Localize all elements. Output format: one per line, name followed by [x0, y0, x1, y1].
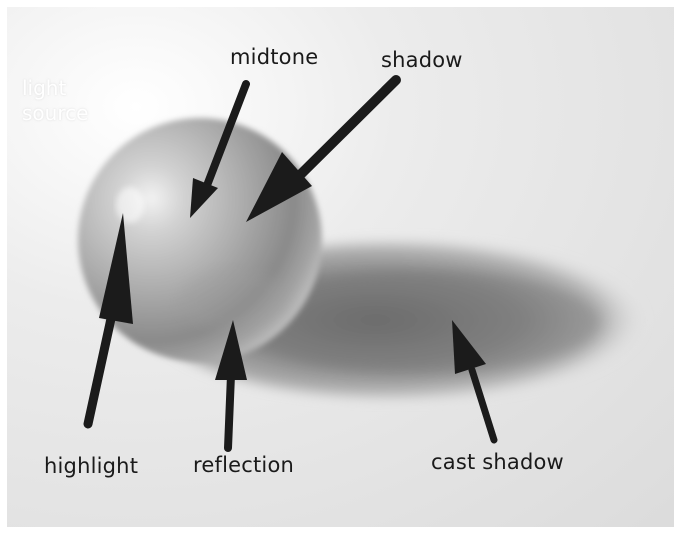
light-source-line2: source	[22, 101, 88, 126]
cast-shadow-label: cast shadow	[431, 452, 564, 473]
midtone-label: midtone	[230, 47, 318, 68]
highlight-label: highlight	[44, 456, 138, 477]
sphere-shape	[78, 118, 322, 362]
reflection-label: reflection	[193, 455, 294, 476]
light-source-label: light source	[22, 76, 88, 126]
light-source-line1: light	[22, 76, 88, 101]
shadow-label: shadow	[381, 50, 463, 71]
